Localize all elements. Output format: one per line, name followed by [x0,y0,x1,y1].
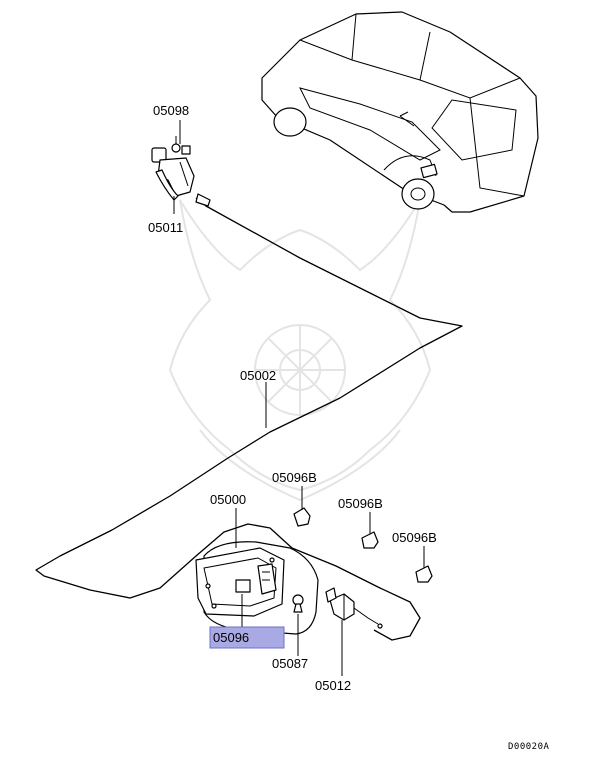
label-05096b-1: 05096B [272,470,317,485]
car-illustration [261,11,539,213]
highlight-05096 [209,626,285,649]
release-lever-05011 [151,120,195,214]
bumper-05087 [292,594,304,656]
clip-05096b-1 [293,486,311,527]
label-05000: 05000 [210,492,246,507]
lid-actuator-05012 [325,587,383,676]
label-05002: 05002 [240,368,276,383]
clip-05096b-3 [415,546,433,583]
diagram-code: D00020A [508,742,550,752]
watermark-emblem [168,199,432,502]
label-05087: 05087 [272,656,308,671]
clip-05096b-2 [361,512,379,549]
fuel-lid-05000 [195,508,319,635]
label-05096b-3: 05096B [392,530,437,545]
label-05012: 05012 [315,678,351,693]
release-cable-05002 [35,197,463,641]
label-05096: 05096 [213,630,249,645]
label-05096b-2: 05096B [338,496,383,511]
label-05098: 05098 [153,103,189,118]
label-05011: 05011 [148,220,183,235]
cable-end [195,193,211,207]
